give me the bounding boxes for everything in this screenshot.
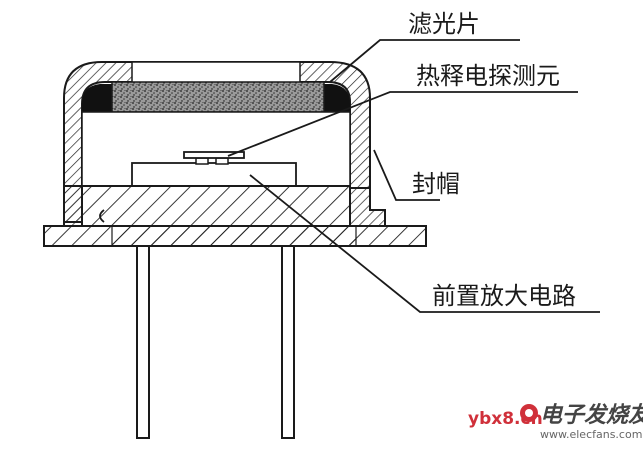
label-filter: 滤光片 [408,10,480,38]
lead-left [136,245,150,439]
leader-filter [329,39,520,83]
header-notch [99,209,105,223]
label-detector: 热释电探测元 [416,62,560,90]
label-preamp: 前置放大电路 [432,282,576,310]
leader-cap [373,149,440,201]
watermark-brand: 电子发烧友 [540,402,643,428]
cap-wall-lower-left [63,185,83,227]
header-base [81,185,351,227]
seal-left [82,84,114,112]
watermark-url: www.elecfans.com [540,428,642,441]
filter-window [111,81,325,113]
watermark-logo-icon [520,404,538,422]
cap-window [131,61,301,85]
detector-base [131,162,297,187]
cap-lip-right [349,187,386,227]
lead-right [281,245,295,439]
leader-detector [227,91,578,157]
seal-right [322,84,350,112]
label-cap: 封帽 [412,170,460,198]
leader-preamp [249,174,600,313]
flange-step [111,225,357,247]
pyroelectric-element [183,151,245,159]
